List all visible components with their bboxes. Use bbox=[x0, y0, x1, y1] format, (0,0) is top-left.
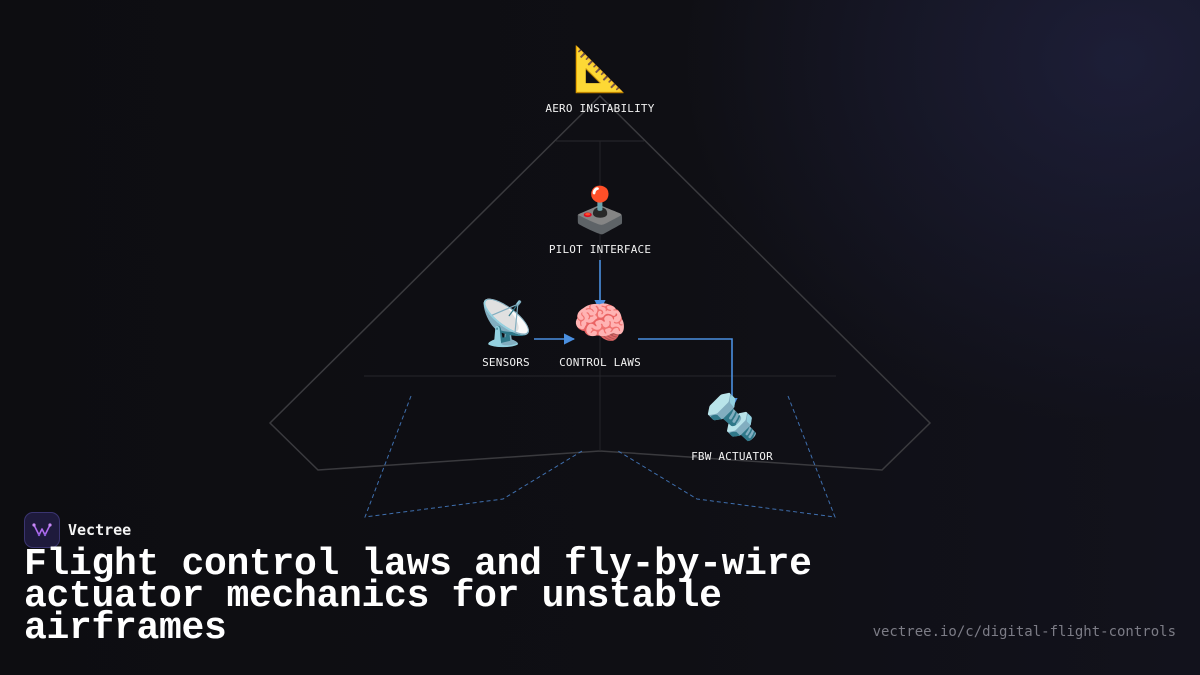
node-fbw-actuator: 🔩 FBW ACTUATOR bbox=[642, 392, 822, 463]
brand-name: Vectree bbox=[68, 521, 132, 539]
dashed-tail-left bbox=[364, 395, 583, 518]
brain-icon: 🧠 bbox=[572, 298, 628, 349]
node-label: SENSORS bbox=[482, 356, 530, 369]
vectree-logo-icon bbox=[24, 512, 60, 548]
node-control-laws: 🧠 CONTROL LAWS bbox=[510, 298, 690, 369]
arrow-control-to-actuator bbox=[638, 338, 738, 410]
node-label: PILOT INTERFACE bbox=[548, 243, 652, 256]
node-sensors: 📡 SENSORS bbox=[416, 298, 596, 369]
page-title: Flight control laws and fly-by-wire actu… bbox=[24, 543, 812, 650]
node-pilot-interface: 🕹️ PILOT INTERFACE bbox=[510, 185, 690, 256]
node-label: FBW ACTUATOR bbox=[691, 450, 773, 463]
nut-and-bolt-icon: 🔩 bbox=[704, 392, 760, 443]
node-label: CONTROL LAWS bbox=[559, 356, 641, 369]
brand: Vectree bbox=[24, 512, 131, 548]
satellite-antenna-icon: 📡 bbox=[478, 298, 534, 349]
node-aero-instability: 📐 AERO INSTABILITY bbox=[510, 44, 690, 115]
triangular-ruler-icon: 📐 bbox=[572, 44, 628, 95]
node-label: AERO INSTABILITY bbox=[545, 102, 655, 115]
joystick-icon: 🕹️ bbox=[572, 185, 628, 236]
dashed-tail-right bbox=[617, 395, 836, 518]
source-url[interactable]: vectree.io/c/digital-flight-controls bbox=[872, 624, 1176, 640]
